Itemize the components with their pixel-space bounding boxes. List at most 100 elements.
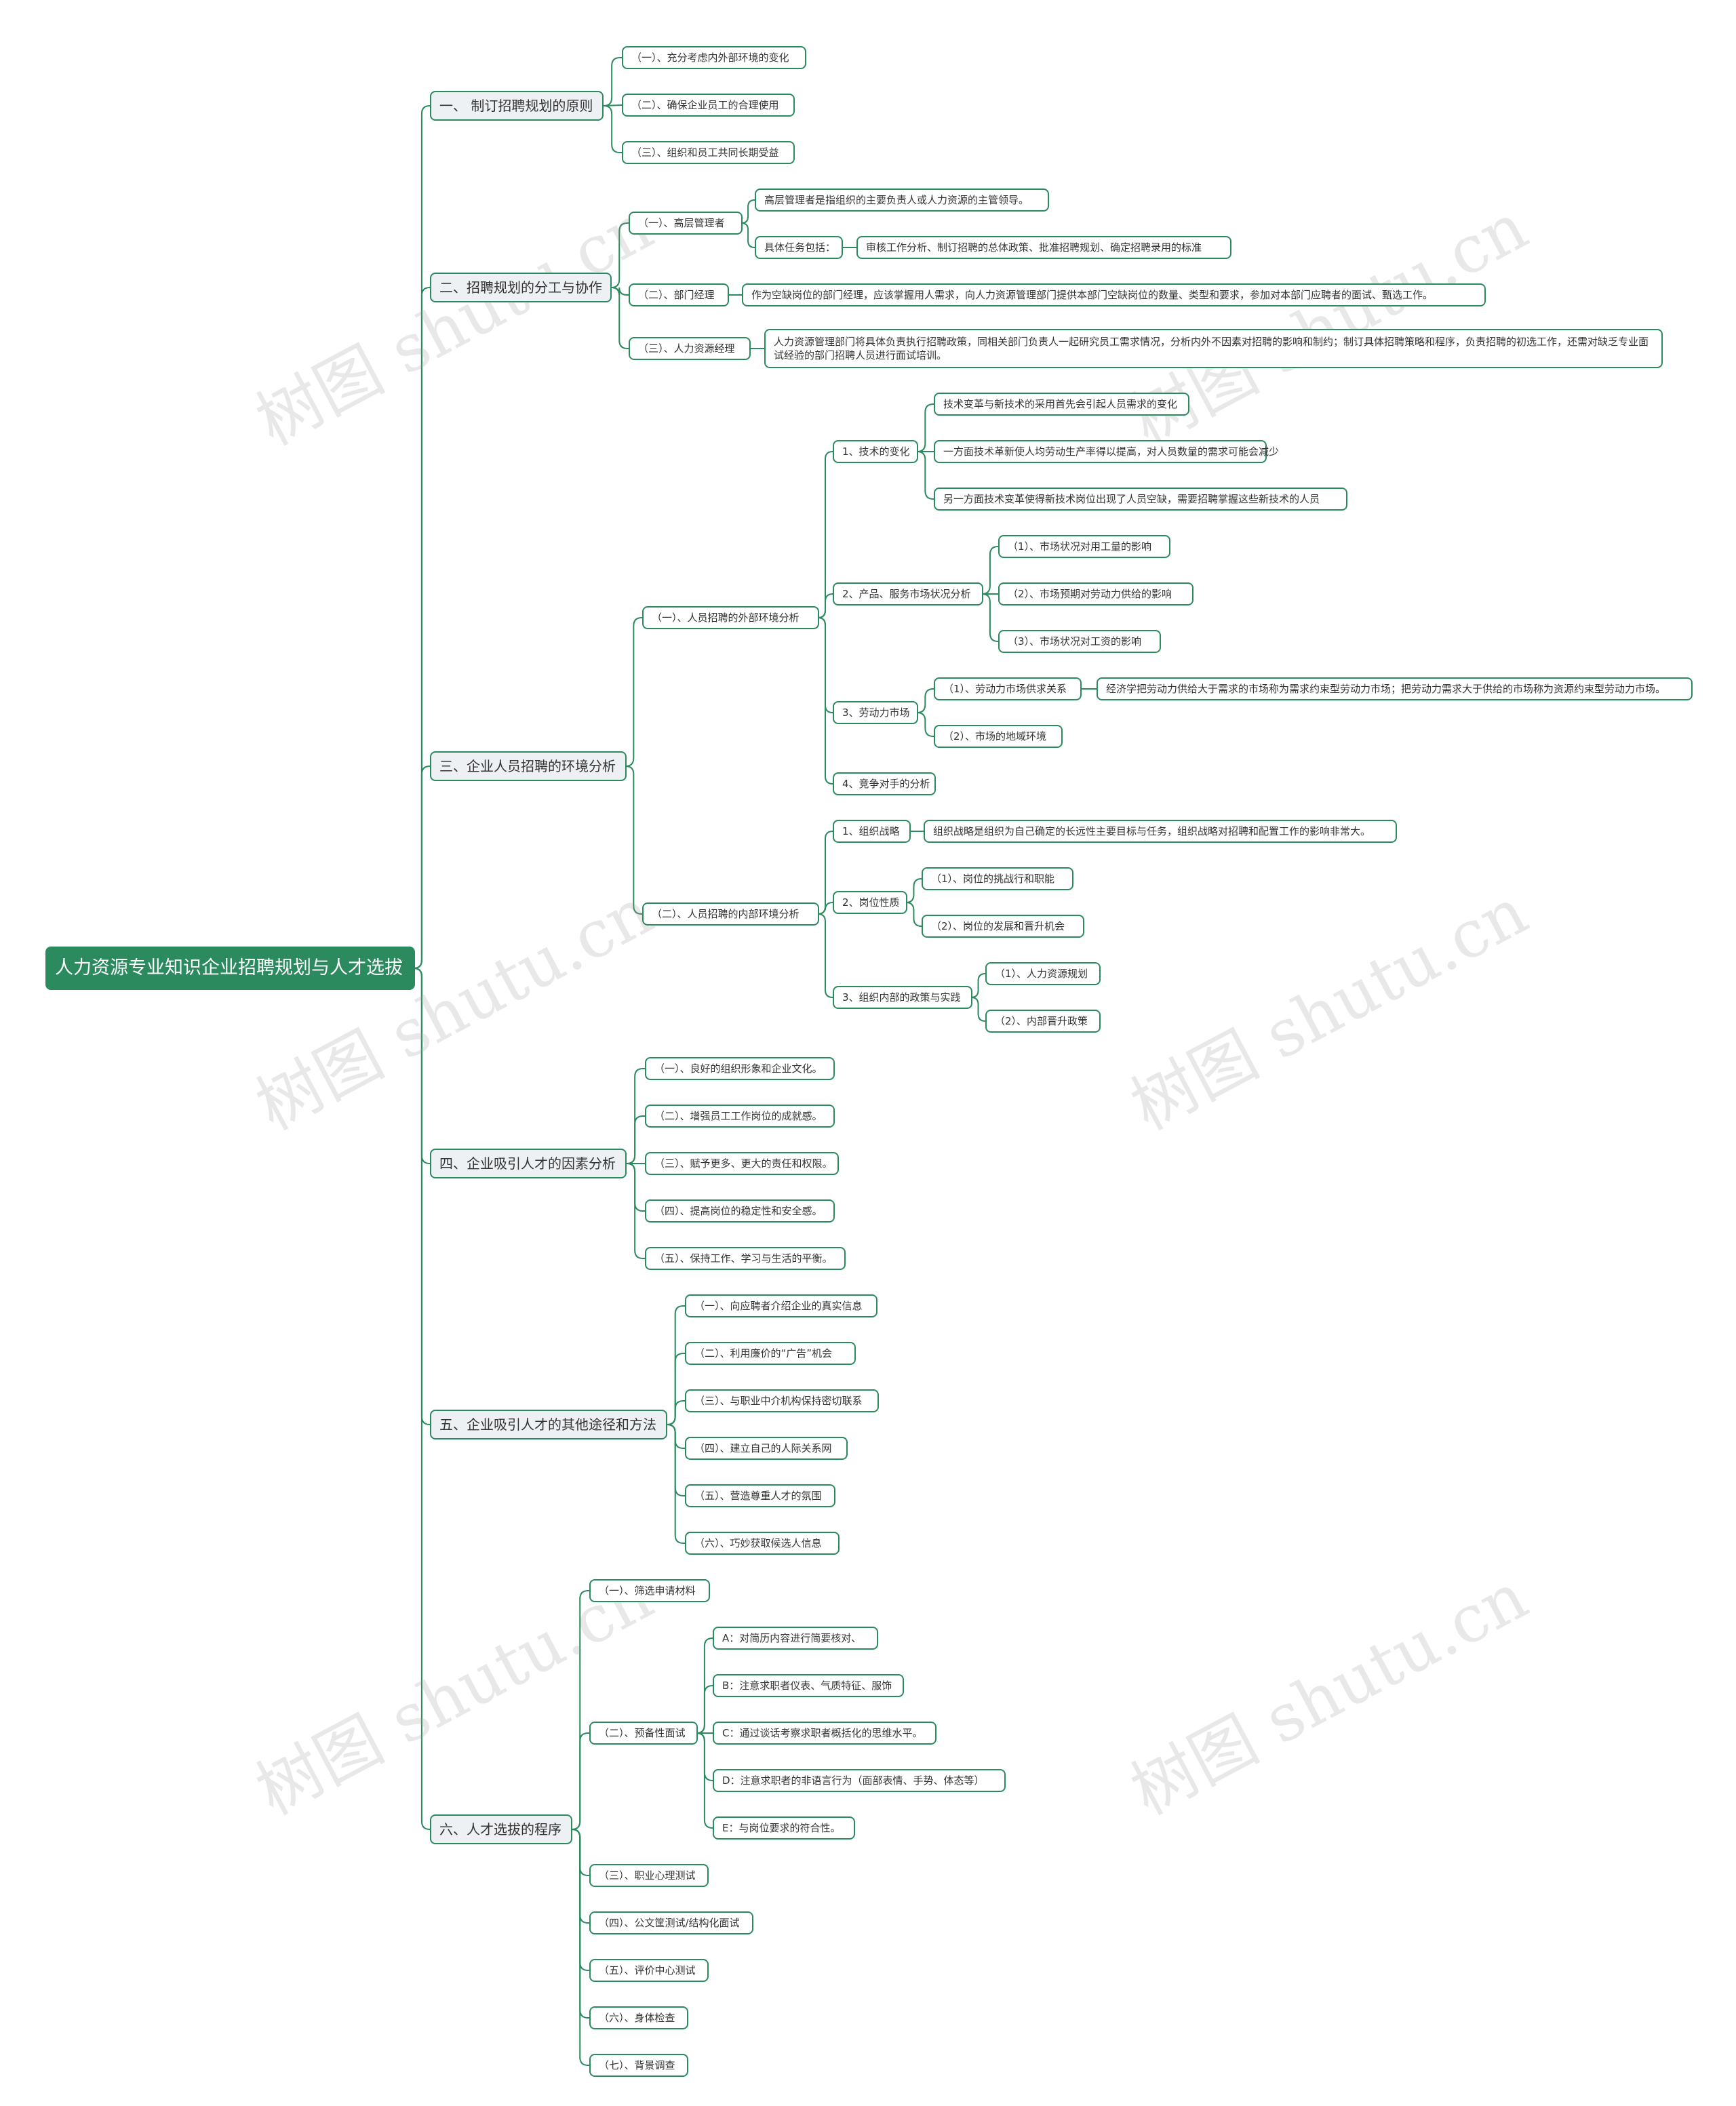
branch-attraction-factors[interactable]: 四、企业吸引人才的因素分析 <box>430 1149 627 1178</box>
topic-external-environment[interactable]: （一）、人员招聘的外部环境分析 <box>642 606 819 629</box>
topic-item[interactable]: （1）、岗位的挑战行和职能 <box>922 867 1073 890</box>
connector-line <box>817 451 833 618</box>
topic-item[interactable]: （六）、巧妙获取候选人信息 <box>685 1532 840 1555</box>
connector-line <box>572 1732 589 1830</box>
topic-item[interactable]: （二）、增强员工工作岗位的成就感。 <box>645 1105 835 1128</box>
connector-line <box>696 1732 713 1829</box>
connector-line <box>917 712 934 737</box>
topic-hr-manager[interactable]: （三）、人力资源经理 <box>629 337 751 360</box>
connector-line <box>667 1424 685 1496</box>
connector-line <box>917 403 934 452</box>
connector-line <box>627 1115 645 1164</box>
topic-item[interactable]: （五）、营造尊重人才的氛围 <box>685 1484 835 1507</box>
topic-item[interactable]: （2）、内部晋升政策 <box>985 1010 1101 1033</box>
topic-labor-market[interactable]: 3、劳动力市场 <box>833 701 918 724</box>
topic-item[interactable]: B：注意求职者仪表、气质特征、服饰 <box>713 1674 904 1697</box>
connector-line <box>572 1829 589 2066</box>
topic-item[interactable]: （四）、公文筐测试/结构化面试 <box>589 1911 753 1934</box>
topic-item[interactable]: （三）、组织和员工共同长期受益 <box>622 141 795 164</box>
topic-item[interactable]: （二）、确保企业员工的合理使用 <box>622 94 795 117</box>
topic-item[interactable]: 经济学把劳动力供给大于需求的市场称为需求约束型劳动力市场；把劳动力需求大于供给的… <box>1097 677 1693 700</box>
topic-item[interactable]: 组织战略是组织为自己确定的长远性主要目标与任务，组织战略对招聘和配置工作的影响非… <box>924 820 1397 843</box>
topic-item[interactable]: （一）、向应聘者介绍企业的真实信息 <box>685 1294 877 1317</box>
topic-item[interactable]: （一）、筛选申请材料 <box>589 1579 710 1602</box>
topic-item[interactable]: E：与岗位要求的符合性。 <box>713 1816 855 1840</box>
connector-line <box>696 1685 713 1734</box>
topic-item[interactable]: D：注意求职者的非语言行为（面部表情、手势、体态等） <box>713 1769 1006 1792</box>
connector-line <box>625 617 642 767</box>
topic-item[interactable]: （1）、人力资源规划 <box>985 962 1101 985</box>
branch-other-methods[interactable]: 五、企业吸引人才的其他途径和方法 <box>430 1410 667 1439</box>
connector-line <box>905 878 922 903</box>
connector-line <box>917 451 934 500</box>
connector-line <box>817 831 833 915</box>
topic-item[interactable]: （五）、保持工作、学习与生活的平衡。 <box>645 1247 846 1270</box>
topic-item[interactable]: （三）、与职业中介机构保持密切联系 <box>685 1389 879 1412</box>
topic-tech-change[interactable]: 1、技术的变化 <box>833 440 918 463</box>
root-topic[interactable]: 人力资源专业知识企业招聘规划与人才选拔 <box>45 947 415 990</box>
topic-item[interactable]: 技术变革与新技术的采用首先会引起人员需求的变化 <box>934 393 1189 416</box>
topic-item[interactable]: （三）、赋予更多、更大的责任和权限。 <box>645 1152 839 1175</box>
topic-item[interactable]: 作为空缺岗位的部门经理，应该掌握用人需求，向人力资源管理部门提供本部门空缺岗位的… <box>742 283 1486 306</box>
topic-item[interactable]: （七）、背景调查 <box>589 2054 688 2077</box>
topic-item[interactable]: （1）、市场状况对用工量的影响 <box>998 535 1170 558</box>
connector-line <box>413 766 430 969</box>
topic-item[interactable]: （五）、评价中心测试 <box>589 1959 709 1982</box>
connector-line <box>981 546 998 595</box>
topic-market-analysis[interactable]: 2、产品、服务市场状况分析 <box>833 582 983 605</box>
topic-item[interactable]: 另一方面技术变革使得新技术岗位出现了人员空缺，需要招聘掌握这些新技术的人员 <box>934 488 1347 511</box>
topic-item[interactable]: 人力资源管理部门将具体负责执行招聘政策，同相关部门负责人一起研究员工需求情况，分… <box>764 329 1663 368</box>
topic-department-manager[interactable]: （二）、部门经理 <box>629 283 729 306</box>
topic-tasks-label[interactable]: 具体任务包括： <box>755 236 843 259</box>
topic-item[interactable]: 审核工作分析、制订招聘的总体政策、批准招聘规划、确定招聘录用的标准 <box>856 236 1231 259</box>
topic-item[interactable]: C：通过谈话考察求职者概括化的思维水平。 <box>713 1722 936 1745</box>
topic-item[interactable]: A：对简历内容进行简要核对、 <box>713 1627 878 1650</box>
connector-line <box>604 57 622 106</box>
connector-line <box>817 913 833 998</box>
connector-line <box>741 199 755 224</box>
topic-item[interactable]: （三）、职业心理测试 <box>589 1864 709 1887</box>
topic-item[interactable]: （六）、身体检查 <box>589 2006 688 2029</box>
connector-line <box>627 1163 645 1259</box>
topic-item[interactable]: （四）、提高岗位的稳定性和安全感。 <box>645 1199 835 1223</box>
connector-line <box>917 688 934 713</box>
topic-item[interactable]: （二）、利用廉价的“广告”机会 <box>685 1342 856 1365</box>
connector-line <box>667 1424 685 1544</box>
branch-environment-analysis[interactable]: 三、企业人员招聘的环境分析 <box>430 751 627 781</box>
topic-supply-demand[interactable]: （1）、劳动力市场供求关系 <box>934 677 1082 700</box>
topic-senior-management[interactable]: （一）、高层管理者 <box>629 212 743 235</box>
topic-position-nature[interactable]: 2、岗位性质 <box>833 891 907 914</box>
branch-division-of-labor[interactable]: 二、招聘规划的分工与协作 <box>430 273 612 302</box>
topic-item[interactable]: （四）、建立自己的人际关系网 <box>685 1437 848 1460</box>
topic-item[interactable]: （3）、市场状况对工资的影响 <box>998 630 1161 653</box>
connector-line <box>741 222 755 248</box>
connector-line <box>413 968 430 1830</box>
connector-line <box>817 617 833 784</box>
connector-line <box>604 105 622 153</box>
topic-internal-policy[interactable]: 3、组织内部的政策与实践 <box>833 986 972 1009</box>
connector-line <box>981 593 998 642</box>
topic-item[interactable]: （2）、市场预期对劳动力供给的影响 <box>998 582 1194 605</box>
topic-item[interactable]: 一方面技术革新使人均劳动生产率得以提高，对人员数量的需求可能会减少 <box>934 440 1279 463</box>
topic-item[interactable]: （2）、岗位的发展和晋升机会 <box>922 915 1084 938</box>
topic-item[interactable]: （一）、充分考虑内外部环境的变化 <box>622 46 806 69</box>
connector-line <box>611 222 629 288</box>
topic-item[interactable]: 高层管理者是指组织的主要负责人或人力资源的主管领导。 <box>755 188 1049 212</box>
connector-line <box>667 1400 685 1425</box>
connector-line <box>971 997 986 1022</box>
connector-line <box>971 973 986 998</box>
connector-line <box>627 1163 645 1212</box>
topic-preliminary-interview[interactable]: （二）、预备性面试 <box>589 1722 698 1745</box>
topic-item[interactable]: 4、竞争对手的分析 <box>833 772 936 795</box>
connector-line <box>611 287 629 349</box>
topic-item[interactable]: （一）、良好的组织形象和企业文化。 <box>645 1057 835 1080</box>
connector-line <box>905 902 922 927</box>
topic-org-strategy[interactable]: 1、组织战略 <box>833 820 911 843</box>
topic-item[interactable]: （2）、市场的地域环境 <box>934 725 1063 748</box>
branch-selection-procedure[interactable]: 六、人才选拔的程序 <box>430 1814 572 1844</box>
topic-internal-environment[interactable]: （二）、人员招聘的内部环境分析 <box>642 902 819 926</box>
connector-line <box>667 1424 685 1449</box>
branch-recruitment-principles[interactable]: 一、 制订招聘规划的原则 <box>430 91 604 121</box>
